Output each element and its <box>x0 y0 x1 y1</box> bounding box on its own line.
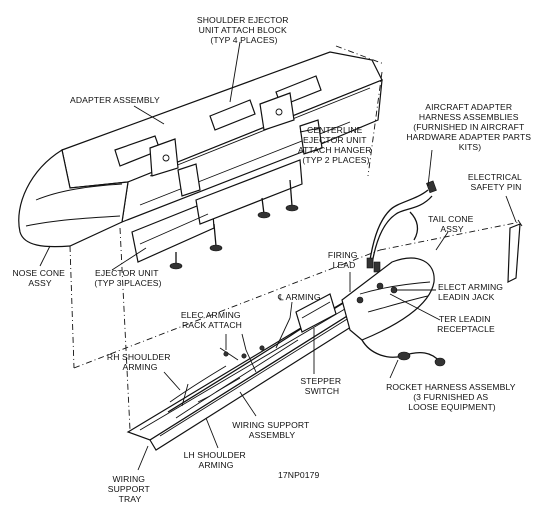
label-centerline-hanger: CENTERLINE EJECTOR UNIT ATTACH HANGER (T… <box>298 125 374 165</box>
rail-tray-drawing <box>126 257 446 451</box>
explode-lines <box>69 45 521 431</box>
label-aircraft-adapter: AIRCRAFT ADAPTER HARNESS ASSEMBLIES (FUR… <box>406 102 533 152</box>
label-electrical-safety-pin: ELECTRICAL SAFETY PIN <box>468 172 524 192</box>
label-shoulder-ejector: SHOULDER EJECTOR UNIT ATTACH BLOCK (TYP … <box>197 15 291 45</box>
label-ejector-unit: EJECTOR UNIT (TYP 3 PLACES) <box>94 268 161 288</box>
label-wiring-support-tray: WIRING SUPPORT TRAY <box>108 474 152 504</box>
label-elect-arming-leadin: ELECT ARMING LEADIN JACK <box>438 282 506 302</box>
label-nose-cone: NOSE CONE ASSY <box>13 268 68 288</box>
label-lh-shoulder: LH SHOULDER ARMING <box>184 450 249 470</box>
callout-labels: SHOULDER EJECTOR UNIT ATTACH BLOCK (TYP … <box>13 15 533 504</box>
leader-lines <box>39 41 517 471</box>
safety-pin-drawing <box>507 219 523 283</box>
label-firing-lead: FIRING LEAD <box>328 250 360 270</box>
adapter-assembly-drawing <box>18 51 383 270</box>
label-stepper-switch: STEPPER SWITCH <box>300 376 343 396</box>
label-tail-cone: TAIL CONE ASSY <box>428 214 476 234</box>
label-ter-leadin: TER LEADIN RECEPTACLE <box>437 314 495 334</box>
label-elec-arming-rack: ELEC ARMING RACK ATTACH <box>181 310 243 330</box>
label-wiring-support-assembly: WIRING SUPPORT ASSEMBLY <box>232 420 312 440</box>
figure-id: 17NP0179 <box>278 470 320 480</box>
label-rh-shoulder: RH SHOULDER ARMING <box>107 352 173 372</box>
aircraft-harness-drawing <box>366 180 437 273</box>
label-adapter-assembly: ADAPTER ASSEMBLY <box>70 95 160 105</box>
label-cl-arming: ℄ ARMING <box>277 292 321 302</box>
label-rocket-harness: ROCKET HARNESS ASSEMBLY (3 FURNISHED AS … <box>386 382 518 412</box>
